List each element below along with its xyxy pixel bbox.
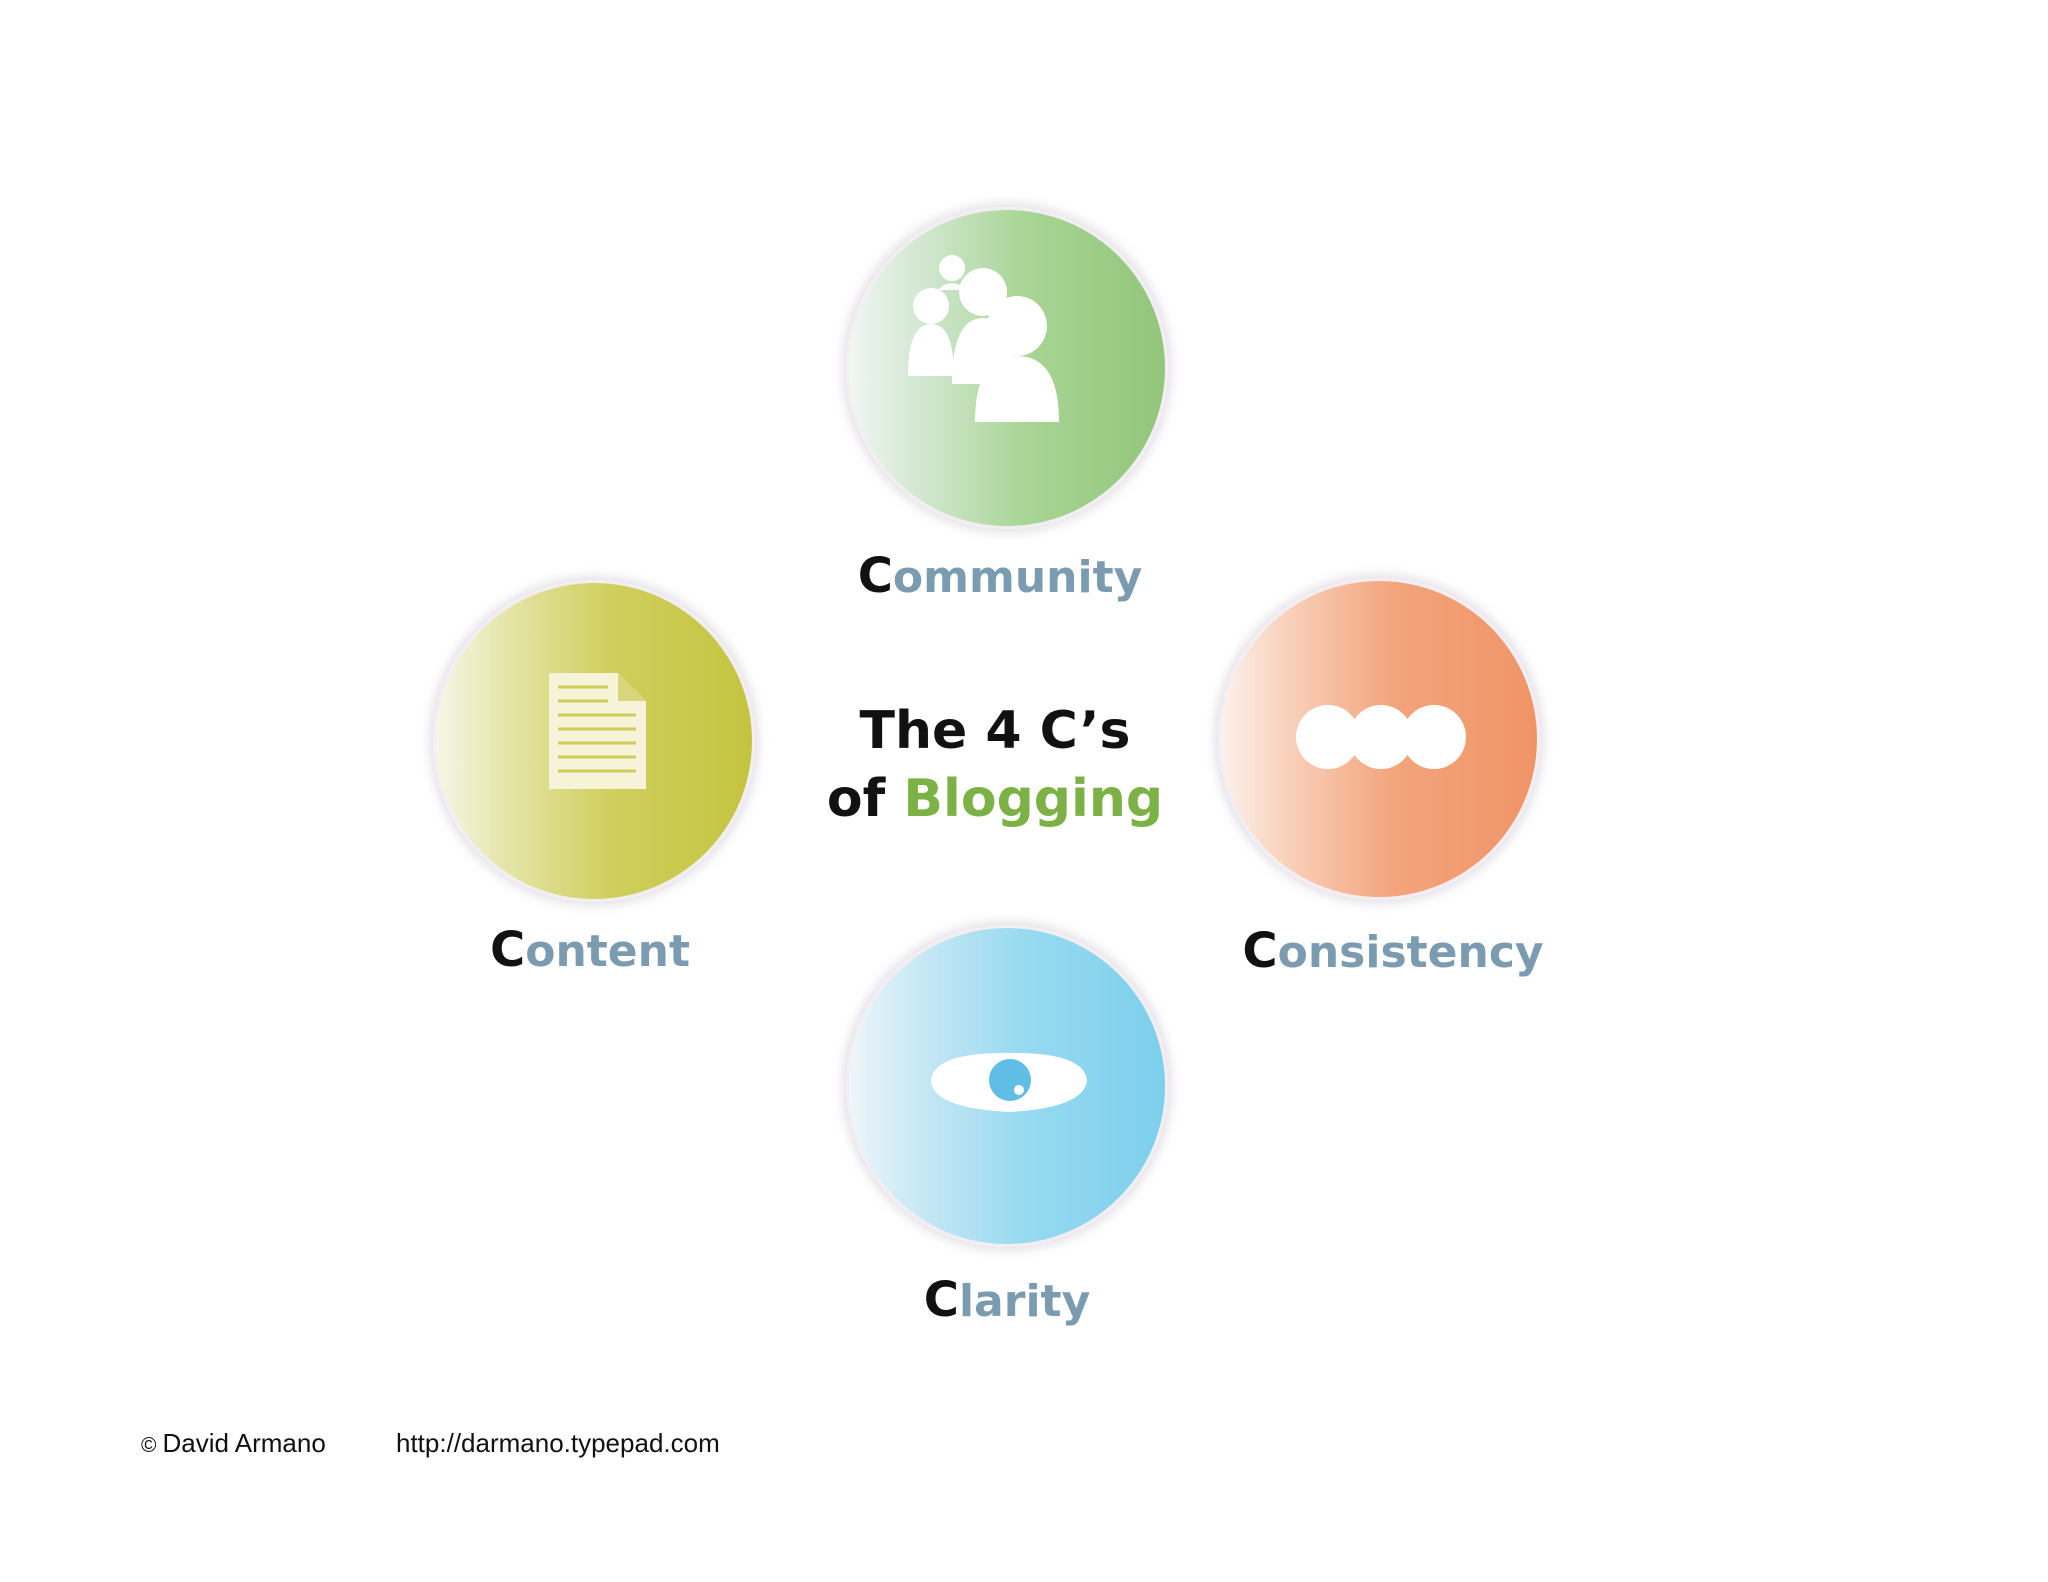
title-accent: Blogging xyxy=(903,769,1164,829)
title-line-2: of Blogging xyxy=(827,765,1163,833)
consistency-circle xyxy=(1218,578,1540,900)
content-label-initial: C xyxy=(489,922,526,978)
footer-credit: ©David Armano xyxy=(141,1427,326,1462)
consistency-label-rest: onsistency xyxy=(1277,927,1544,978)
diagram-title: The 4 C’s of Blogging xyxy=(827,697,1163,833)
author-name: David Armano xyxy=(162,1428,326,1458)
community-label: Community xyxy=(858,549,1143,605)
content-label: Content xyxy=(490,923,690,979)
content-circle xyxy=(433,580,755,902)
title-prefix: of xyxy=(826,769,886,829)
footer-url: http://darmano.typepad.com xyxy=(396,1428,720,1458)
community-label-initial: C xyxy=(857,548,893,604)
clarity-circle xyxy=(846,925,1168,1247)
clarity-label-initial: C xyxy=(923,1272,959,1328)
dots-chain-icon xyxy=(1221,581,1537,897)
clarity-label-rest: larity xyxy=(958,1276,1091,1327)
consistency-label-initial: C xyxy=(1242,923,1278,979)
title-line-1: The 4 C’s xyxy=(859,701,1131,761)
community-label-rest: ommunity xyxy=(892,552,1143,603)
content-label-rest: ontent xyxy=(525,926,691,977)
community-circle xyxy=(846,207,1168,529)
clarity-label: Clarity xyxy=(924,1273,1091,1329)
consistency-label: Consistency xyxy=(1242,924,1543,980)
eye-icon xyxy=(849,928,1165,1244)
people-group-icon xyxy=(849,210,1165,526)
copyright-symbol: © xyxy=(141,1434,157,1457)
document-icon xyxy=(436,583,752,899)
